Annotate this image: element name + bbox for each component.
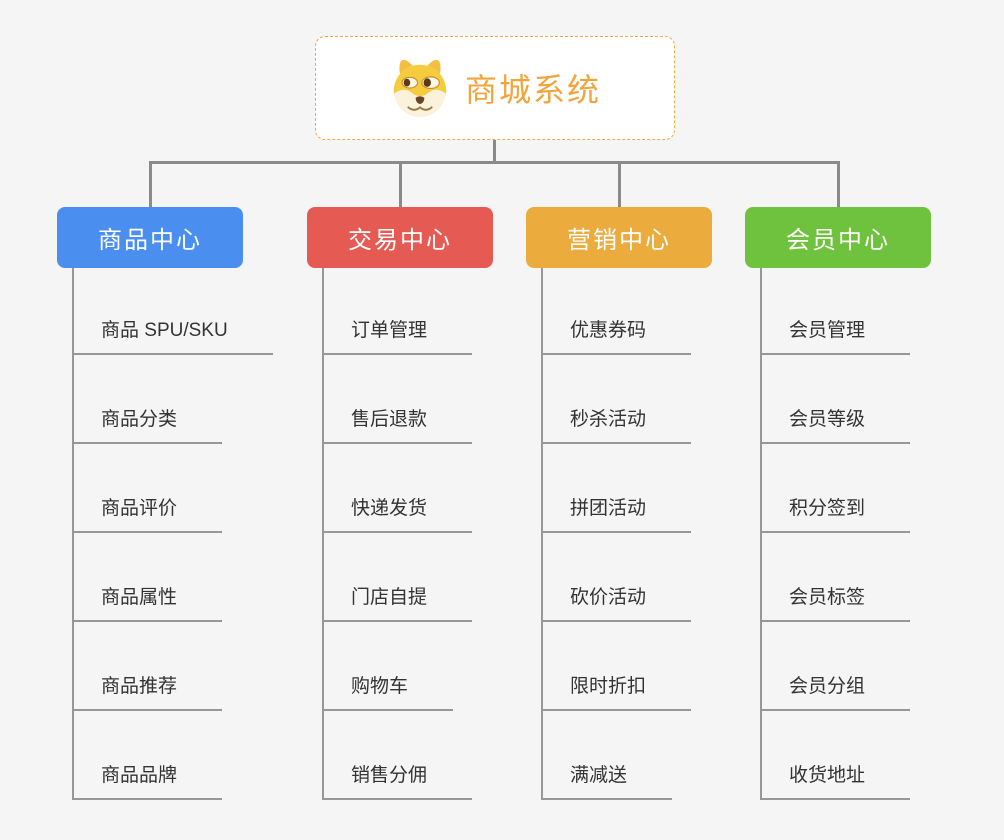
leaf-topic[interactable]: 销售分佣 <box>322 761 473 800</box>
dog-icon <box>389 57 451 119</box>
branch-trunk-line <box>72 268 74 800</box>
leaf-topic[interactable]: 售后退款 <box>322 405 473 444</box>
leaf-topic[interactable]: 商品品牌 <box>72 761 223 800</box>
leaf-topic[interactable]: 商品属性 <box>72 583 223 622</box>
branch-label: 商品中心 <box>98 227 202 254</box>
branch-trunk-line <box>760 268 762 800</box>
leaf-topic[interactable]: 优惠券码 <box>541 316 692 355</box>
leaf-topic[interactable]: 秒杀活动 <box>541 405 692 444</box>
leaf-topic[interactable]: 会员标签 <box>760 583 911 622</box>
branch-trunk-line <box>541 268 543 800</box>
connector-drop <box>836 161 840 207</box>
leaf-topic[interactable]: 商品评价 <box>72 494 223 533</box>
leaf-topic[interactable]: 订单管理 <box>322 316 473 355</box>
leaf-topic[interactable]: 拼团活动 <box>541 494 692 533</box>
root-node[interactable]: 商城系统 <box>315 36 675 140</box>
leaf-topic[interactable]: 满减送 <box>541 761 673 800</box>
connector-root-stub <box>493 140 496 163</box>
leaf-topic[interactable]: 会员分组 <box>760 672 911 711</box>
branch-header[interactable]: 交易中心 <box>307 207 493 268</box>
branch-label: 会员中心 <box>786 227 890 254</box>
leaf-topic[interactable]: 商品推荐 <box>72 672 223 711</box>
connector-horizontal-line <box>149 161 839 164</box>
root-title: 商城系统 <box>464 72 601 108</box>
branch-label: 交易中心 <box>348 227 452 254</box>
leaf-topic[interactable]: 会员等级 <box>760 405 911 444</box>
leaf-topic[interactable]: 快递发货 <box>322 494 473 533</box>
connector-drop <box>398 161 402 207</box>
branch-header[interactable]: 营销中心 <box>526 207 712 268</box>
branch-header[interactable]: 会员中心 <box>745 207 931 268</box>
leaf-topic[interactable]: 购物车 <box>322 672 454 711</box>
connector-drop <box>148 161 152 207</box>
branch-trunk-line <box>322 268 324 800</box>
leaf-topic[interactable]: 砍价活动 <box>541 583 692 622</box>
leaf-topic[interactable]: 会员管理 <box>760 316 911 355</box>
leaf-topic[interactable]: 限时折扣 <box>541 672 692 711</box>
branch-header[interactable]: 商品中心 <box>57 207 243 268</box>
leaf-topic[interactable]: 收货地址 <box>760 761 911 800</box>
connector-drop <box>617 161 621 207</box>
leaf-topic[interactable]: 积分签到 <box>760 494 911 533</box>
leaf-topic[interactable]: 商品分类 <box>72 405 223 444</box>
branch-label: 营销中心 <box>567 227 671 254</box>
leaf-topic[interactable]: 门店自提 <box>322 583 473 622</box>
leaf-topic[interactable]: 商品 SPU/SKU <box>72 316 273 355</box>
